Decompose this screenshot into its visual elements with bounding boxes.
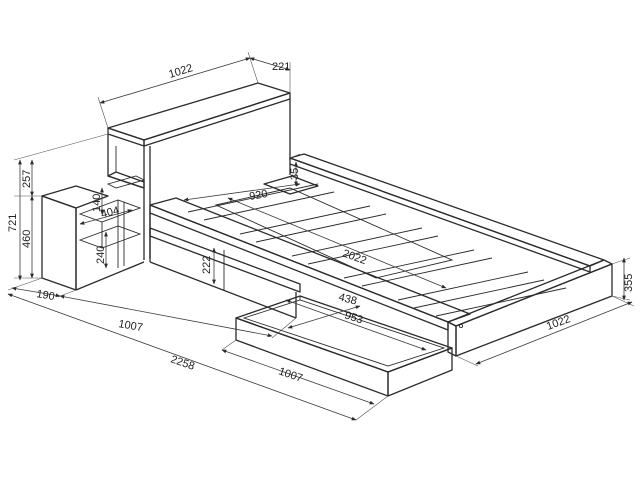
headboard-top — [107, 82, 291, 141]
headboard-unit — [41, 82, 291, 291]
dim-drawer-438: 438 — [337, 291, 358, 307]
dim-drawer-length: 1007 — [277, 365, 304, 384]
dim-total-length: 2258 — [169, 353, 196, 372]
dim-shelf-upper: 257 — [21, 170, 33, 188]
dim-headboard-depth: 221 — [272, 61, 290, 73]
dim-headboard-width: 1022 — [167, 62, 194, 81]
dim-front-222: 222 — [201, 256, 213, 274]
dimension-lines — [7, 51, 635, 421]
dim-length-1007: 1007 — [117, 318, 143, 334]
dimension-labels: 1022 221 257 721 460 140 404 240 190 100… — [7, 61, 635, 385]
dim-total-height: 721 — [7, 214, 19, 232]
dim-side-190: 190 — [35, 288, 55, 303]
drawer-front-panel — [235, 317, 389, 397]
nightstand-side — [41, 195, 77, 291]
dim-inner-920: 920 — [248, 188, 268, 203]
dim-shelf-240: 240 — [95, 246, 107, 264]
right-side-rail — [289, 153, 605, 267]
dim-side-35: 35 — [289, 168, 301, 180]
footboard-top — [447, 259, 613, 327]
dim-shelf-404: 404 — [100, 205, 121, 221]
dim-shelf-140: 140 — [91, 194, 103, 212]
dim-foot-355: 355 — [623, 274, 635, 292]
dim-foot-width: 1022 — [545, 313, 572, 333]
dim-lower-height: 460 — [21, 230, 33, 248]
dim-drawer-953: 953 — [343, 309, 364, 326]
